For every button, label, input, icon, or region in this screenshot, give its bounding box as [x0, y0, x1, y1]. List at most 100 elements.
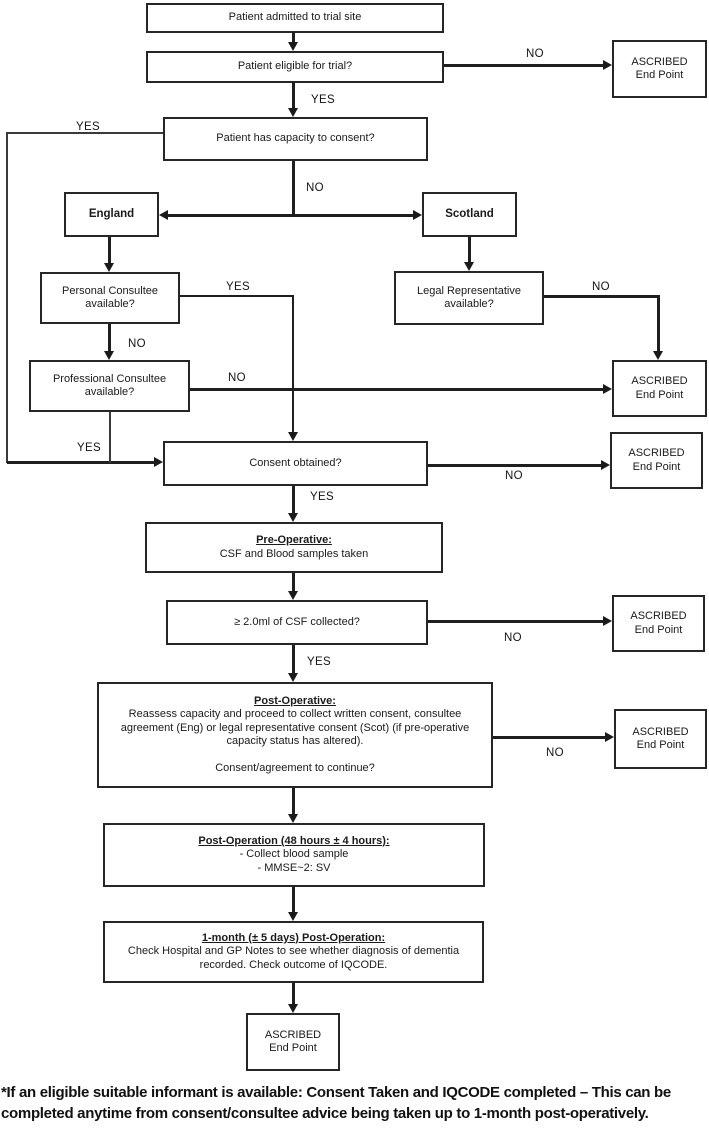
node-label: Patient has capacity to consent? — [216, 132, 375, 145]
arrowhead-right-icon — [603, 616, 612, 626]
arrowhead-right-icon — [154, 457, 163, 467]
connector-consent-yes — [292, 486, 295, 514]
connector-consent-no — [428, 464, 602, 467]
connector-england-personal — [108, 237, 111, 264]
arrowhead-down-icon — [104, 263, 114, 272]
edge-label-no: NO — [592, 281, 610, 293]
edge-label-yes: YES — [77, 442, 101, 454]
node-one-month: 1-month (± 5 days) Post-Operation: Check… — [103, 921, 484, 983]
endpoint-line: End Point — [635, 69, 684, 81]
footnote: *If an eligible suitable informant is av… — [1, 1082, 707, 1124]
connector-professional-no — [190, 388, 604, 391]
arrowhead-down-icon — [653, 351, 663, 360]
arrowhead-down-icon — [288, 912, 298, 921]
node-patient-capacity: Patient has capacity to consent? — [163, 117, 428, 161]
node-professional-consultee: Professional Consultee available? — [29, 360, 190, 412]
connector-csf-yes — [292, 645, 295, 674]
node-consent-obtained: Consent obtained? — [163, 441, 428, 486]
connector-capacity-yes-v — [6, 132, 8, 463]
node-label: Patient admitted to trial site — [228, 11, 362, 24]
connector-personal-yes-v — [292, 295, 294, 433]
arrowhead-down-icon — [464, 262, 474, 271]
node-body: CSF and Blood samples taken — [219, 547, 369, 560]
connector-preop-csf — [292, 573, 295, 592]
node-item: - MMSE~2: SV — [257, 861, 331, 874]
node-post-operative: Post-Operative: Reassess capacity and pr… — [97, 682, 493, 788]
edge-label-no: NO — [504, 632, 522, 644]
connector-month-final — [292, 983, 295, 1005]
node-label: ≥ 2.0ml of CSF collected? — [234, 615, 360, 628]
endpoint-line: ASCRIBED — [264, 1028, 322, 1041]
arrowhead-right-icon — [601, 460, 610, 470]
node-endpoint-final: ASCRIBED End Point — [246, 1013, 340, 1071]
node-patient-eligible: Patient eligible for trial? — [146, 51, 444, 83]
connector-postop-48h — [292, 788, 295, 815]
node-label: Scotland — [445, 207, 494, 220]
endpoint-line: End Point — [269, 1042, 317, 1054]
node-legal-representative: Legal Representative available? — [394, 271, 544, 325]
endpoint-line: ASCRIBED — [628, 447, 685, 459]
connector-capacity-no — [292, 161, 295, 217]
endpoint-line: End Point — [634, 623, 683, 636]
node-question: Consent/agreement to continue? — [215, 761, 375, 774]
arrowhead-right-icon — [413, 210, 422, 220]
node-pre-operative: Pre-Operative: CSF and Blood samples tak… — [145, 522, 443, 573]
node-title: Post-Operative: — [254, 694, 336, 707]
connector-personal-yes-h — [180, 295, 294, 297]
node-label: England — [88, 207, 135, 220]
node-label: Personal Consultee available? — [61, 284, 158, 311]
endpoint-line: End Point — [632, 460, 681, 473]
arrowhead-down-icon — [104, 351, 114, 360]
node-title: 1-month (± 5 days) Post-Operation: — [201, 931, 386, 944]
node-post-operation-48h: Post-Operation (48 hours ± 4 hours): - C… — [103, 823, 485, 887]
connector-legalrep-no-h — [544, 295, 660, 298]
node-label: Legal Representative available? — [417, 284, 521, 311]
arrowhead-right-icon — [605, 732, 614, 742]
node-endpoint-2: ASCRIBED End Point — [612, 360, 707, 417]
edge-label-no: NO — [546, 747, 564, 759]
endpoint-line: ASCRIBED — [630, 610, 687, 622]
arrowhead-left-icon — [159, 210, 168, 220]
edge-label-yes: YES — [76, 121, 100, 133]
arrowhead-right-icon — [603, 384, 612, 394]
edge-label-yes: YES — [307, 656, 331, 668]
arrowhead-down-icon — [288, 108, 298, 117]
arrowhead-down-icon — [288, 42, 298, 51]
edge-label-no: NO — [505, 470, 523, 482]
arrowhead-down-icon — [288, 814, 298, 823]
connector-eligible-capacity — [292, 82, 295, 110]
node-title: Pre-Operative: — [256, 534, 332, 546]
node-england: England — [64, 192, 159, 237]
edge-label-yes: YES — [226, 281, 250, 293]
arrowhead-right-icon — [603, 60, 612, 70]
connector-48h-month — [292, 887, 295, 913]
connector-split-england-scotland — [166, 214, 415, 217]
connector-yes-into-consent — [7, 461, 154, 464]
node-endpoint-4: ASCRIBED End Point — [612, 595, 705, 652]
connector-legalrep-no-v — [657, 295, 660, 352]
arrowhead-down-icon — [288, 1004, 298, 1013]
connector-personal-no — [108, 324, 111, 352]
node-body: Check Hospital and GP Notes to see wheth… — [127, 945, 460, 971]
arrowhead-down-icon — [288, 432, 298, 441]
node-item: - Collect blood sample — [239, 848, 349, 861]
arrowhead-down-icon — [288, 673, 298, 682]
endpoint-line: ASCRIBED — [631, 55, 688, 68]
edge-label-no: NO — [526, 48, 544, 60]
arrowhead-down-icon — [288, 513, 298, 522]
node-label: Professional Consultee available? — [52, 372, 167, 399]
connector-csf-no — [428, 620, 604, 623]
node-endpoint-5: ASCRIBED End Point — [614, 709, 707, 769]
node-title: Post-Operation (48 hours ± 4 hours): — [198, 834, 390, 847]
node-endpoint-3: ASCRIBED End Point — [610, 432, 703, 489]
connector-scotland-legalrep — [468, 237, 471, 263]
edge-label-no: NO — [306, 182, 324, 194]
footnote-line-1: *If an eligible suitable informant is av… — [1, 1084, 671, 1101]
endpoint-line: End Point — [636, 739, 685, 751]
node-csf-collected: ≥ 2.0ml of CSF collected? — [166, 600, 428, 645]
node-personal-consultee: Personal Consultee available? — [40, 272, 180, 324]
edge-label-yes: YES — [311, 94, 335, 106]
connector-capacity-yes-h — [7, 132, 163, 134]
connector-admitted-eligible — [292, 32, 295, 45]
